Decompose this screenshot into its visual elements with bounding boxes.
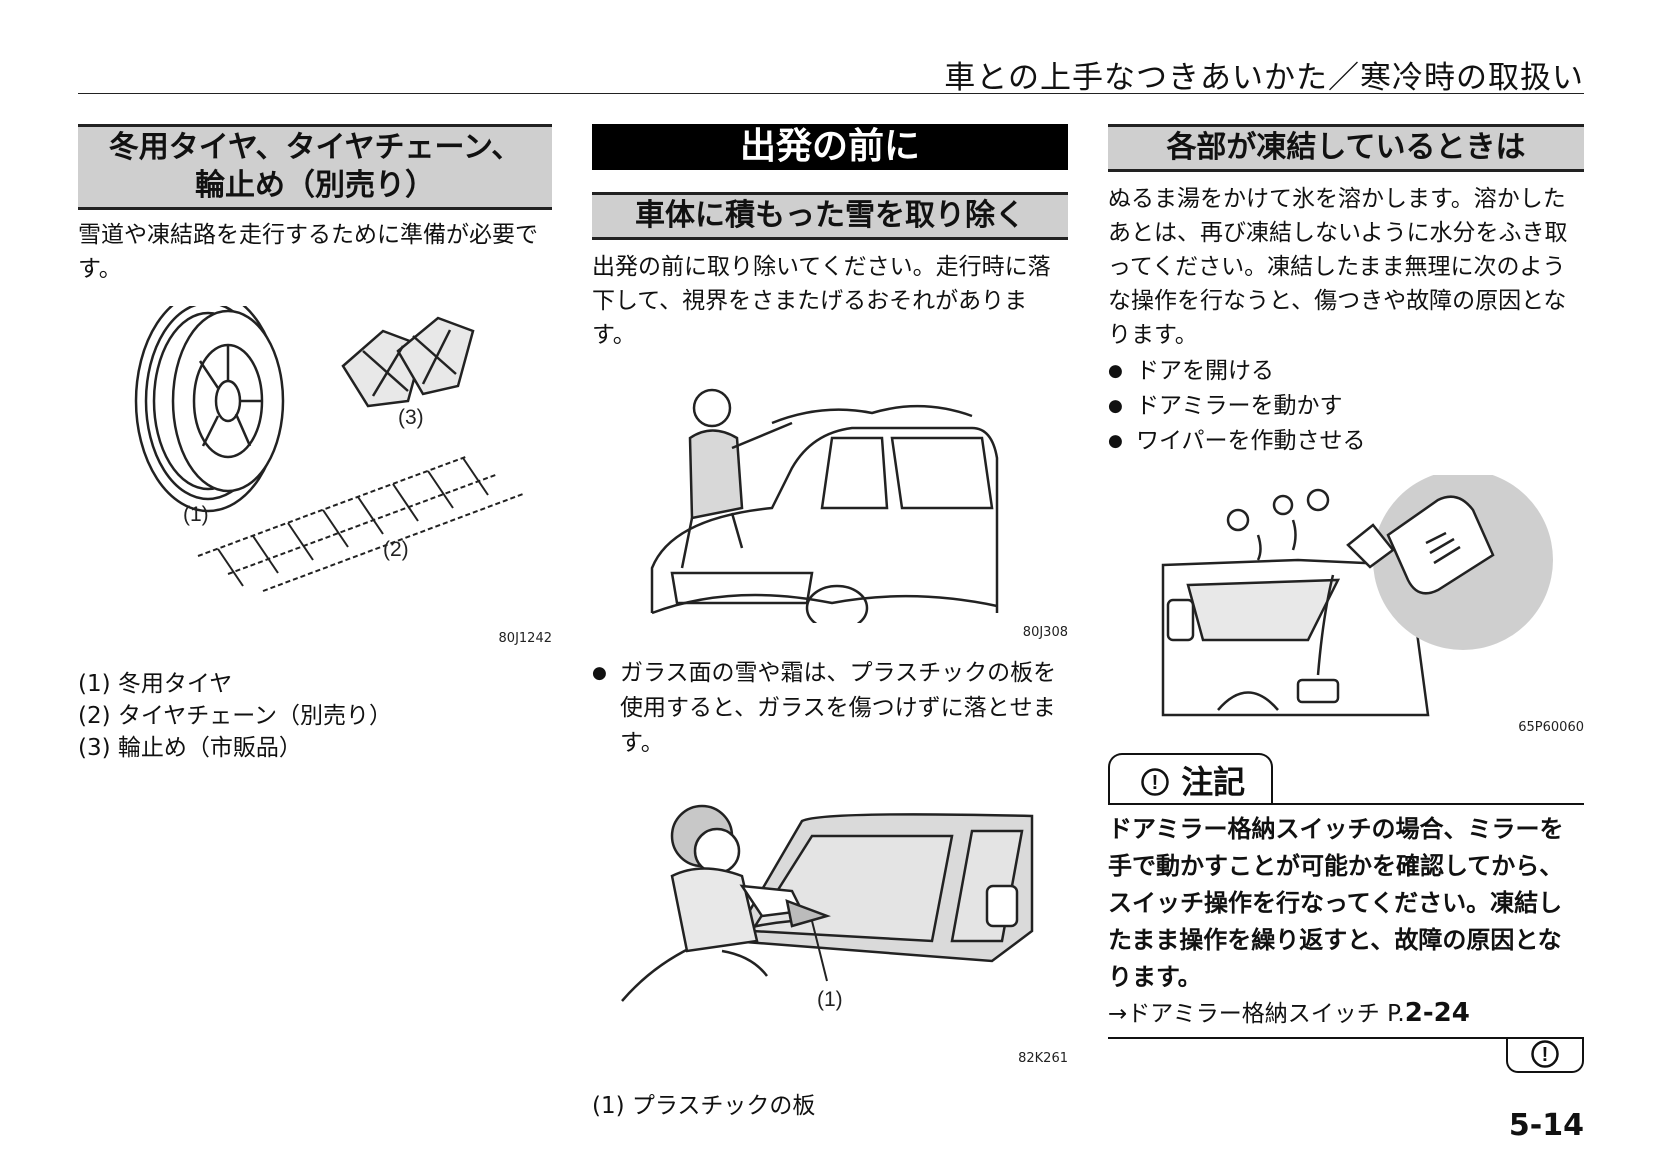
note-box: ドアミラー格納スイッチの場合、ミラーを手で動かすことが可能かを確認してから、スイ… (1108, 803, 1584, 1039)
note-reference: →ドアミラー格納スイッチ P.2-24 (1108, 996, 1584, 1037)
snow-removal-car-illustration (650, 388, 999, 623)
intro-text: 雪道や凍結路を走行するために準備が必要です。 (78, 222, 538, 282)
header-rule (78, 93, 1584, 94)
caption-item: (1) 冬用タイヤ (78, 671, 233, 697)
caution-icon-glyph: ! (1542, 1044, 1549, 1066)
caption-item: (2) タイヤチェーン（別売り） (78, 703, 393, 729)
caption-item: (1) プラスチックの板 (592, 1093, 816, 1119)
bullet-list: ドアを開ける ドアミラーを動かす ワイパーを作動させる (1108, 354, 1584, 459)
label-chain: (2) (383, 538, 409, 561)
tire-drawing (134, 306, 285, 513)
note-end-tab: ! (1506, 1039, 1584, 1073)
note-section: ! 注記 ドアミラー格納スイッチの場合、ミラーを手で動かすことが可能かを確認して… (1108, 753, 1584, 1073)
tire-chain-drawing (197, 455, 524, 592)
left-column: 冬用タイヤ、タイヤチェーン、 輪止め（別売り） 雪道や凍結路を走行するために準備… (78, 124, 552, 764)
wheel-chocks-drawing (341, 316, 475, 408)
caption-item: (3) 輪止め（市販品） (78, 735, 302, 761)
note-reference-prefix: →ドアミラー格納スイッチ P. (1108, 1001, 1405, 1027)
bullet-list: ガラス面の雪や霜は、プラスチックの板を使用すると、ガラスを傷つけずに落とせます。 (592, 656, 1068, 761)
bullet-item: ガラス面の雪や霜は、プラスチックの板を使用すると、ガラスを傷つけずに落とせます。 (592, 656, 1068, 761)
section-heading-winter-tires: 冬用タイヤ、タイヤチェーン、 輪止め（別売り） (78, 124, 552, 210)
figure-code: 82K261 (1018, 1051, 1068, 1066)
note-text: ドアミラー格納スイッチの場合、ミラーを手で動かすことが可能かを確認してから、スイ… (1108, 815, 1564, 991)
note-title: 注記 (1181, 763, 1246, 801)
bullet-item: ワイパーを作動させる (1108, 424, 1584, 459)
intro-text: 出発の前に取り除いてください。走行時に落下して、視界をさまたげるおそれがあります… (592, 254, 1051, 348)
middle-column: 出発の前に 車体に積もった雪を取り除く 出発の前に取り除いてください。走行時に落… (592, 124, 1068, 1122)
right-column: 各部が凍結しているときは ぬるま湯をかけて氷を溶かします。溶かしたあとは、再び凍… (1108, 124, 1584, 1073)
warm-water-car-illustration (1161, 475, 1553, 717)
bullet-item: ドアミラーを動かす (1108, 389, 1584, 424)
intro-text: ぬるま湯をかけて氷を溶かします。溶かしたあとは、再び凍結しないように水分をふき取… (1108, 186, 1568, 348)
page-number: 5-14 (1508, 1108, 1584, 1143)
section-heading-before-departure: 出発の前に (592, 124, 1068, 170)
section-heading-frozen-parts: 各部が凍結しているときは (1108, 124, 1584, 172)
bullet-item: ドアを開ける (1108, 354, 1584, 389)
label-tire: (1) (183, 503, 209, 526)
caution-icon: ! (1141, 768, 1169, 796)
heading-line-1: 冬用タイヤ、タイヤチェーン、 (108, 130, 522, 165)
page-header-title: 車との上手なつきあいかた／寒冷時の取扱い (944, 60, 1584, 96)
caution-icon: ! (1531, 1040, 1559, 1068)
label-scraper: (1) (817, 988, 843, 1011)
plastic-scraper-illustration: (1) (621, 804, 1034, 1011)
figure-code: 65P60060 (1518, 720, 1584, 735)
note-reference-link[interactable]: 2-24 (1404, 998, 1470, 1028)
figure-code: 80J308 (1022, 625, 1068, 640)
caption-list: (1) 冬用タイヤ (2) タイヤチェーン（別売り） (3) 輪止め（市販品） (78, 668, 552, 764)
tire-chain-chock-illustration: (1) (2) (3) (134, 306, 524, 592)
caution-icon-glyph: ! (1152, 772, 1159, 794)
note-tab: ! 注記 (1108, 753, 1274, 803)
label-chock: (3) (398, 406, 424, 429)
sub-heading-remove-snow: 車体に積もった雪を取り除く (592, 192, 1068, 240)
heading-line-2: 輪止め（別売り） (195, 168, 435, 203)
figure-code: 80J1242 (498, 631, 552, 646)
note-end-marker: ! (1108, 1039, 1584, 1073)
